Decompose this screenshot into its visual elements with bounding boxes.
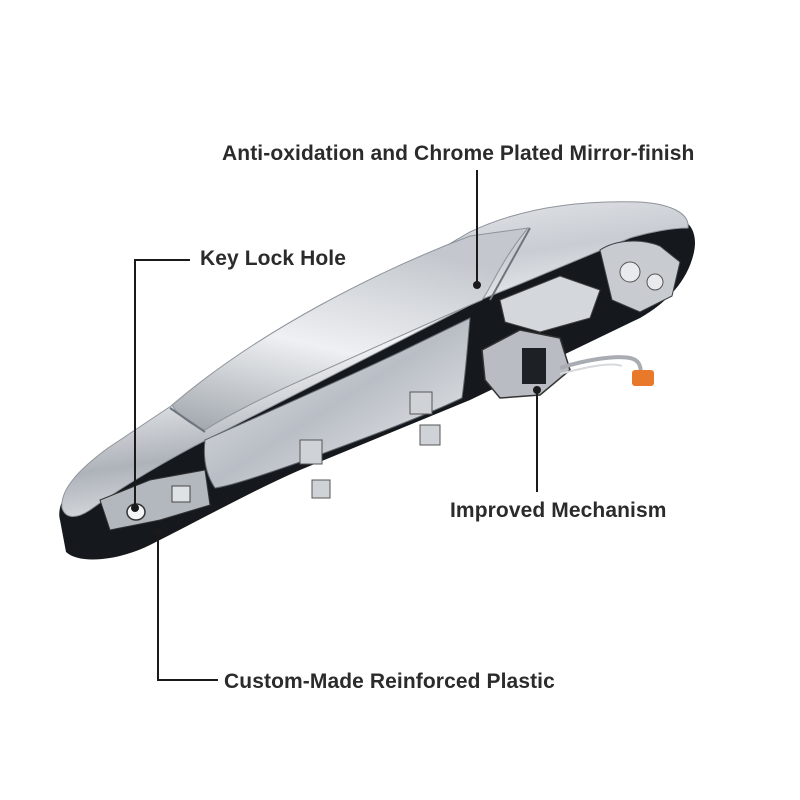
- mechanism-details: [99, 240, 681, 531]
- callout-improved-mechanism: Improved Mechanism: [450, 499, 667, 522]
- callout-chrome-finish: Anti-oxidation and Chrome Plated Mirror-…: [222, 142, 695, 165]
- leader-lines: [134, 170, 538, 681]
- callout-reinforced-plastic: Custom-Made Reinforced Plastic: [224, 670, 555, 693]
- callout-key-lock-hole: Key Lock Hole: [200, 247, 347, 270]
- orange-connector: [632, 370, 654, 386]
- linkage-rod: [559, 355, 654, 386]
- leader-dots: [131, 281, 541, 536]
